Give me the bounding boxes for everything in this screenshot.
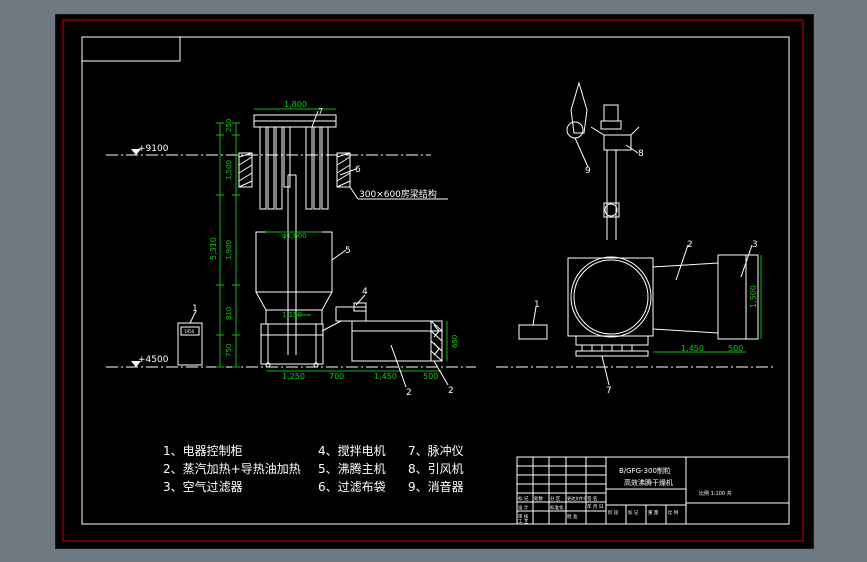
support-frame: [260, 323, 324, 365]
tb-weight: 重 量: [648, 509, 659, 516]
fan-motor: [603, 104, 619, 122]
tb-cell-date: 年 月 日: [587, 503, 603, 510]
fluid-bed-circle: [573, 259, 649, 335]
dim-700: 700: [329, 372, 344, 381]
title-block: B/GFG-300制粒 高效沸腾干燥机 比例 1:100 共 标 记 处数 分 …: [516, 456, 790, 525]
legend-9: 9、消音器: [408, 479, 464, 494]
drawing-canvas: +9100 +4500: [62, 19, 804, 542]
legend-8: 8、引风机: [408, 462, 464, 476]
legend-6: 6、过滤布袋: [318, 480, 386, 494]
left-elevation: +9100 +4500: [106, 100, 476, 398]
callout-6: 6: [355, 165, 361, 175]
dim-1250: 1,250: [282, 372, 305, 381]
inner-frame: [81, 36, 790, 525]
callout-9: 9: [585, 166, 591, 176]
dim-diameter: φ1,600: [282, 232, 307, 240]
air-filter: [717, 254, 759, 340]
tb-cell-change: 更改文件号: [567, 495, 587, 501]
right-elevation: 1,450 500 1,500 8 9 2 3 1 7: [496, 81, 776, 396]
dim-1450-left: 1,450: [374, 372, 397, 381]
dim-5310: 5,310: [209, 237, 218, 260]
dim-1150: 1,150: [282, 311, 302, 319]
title-line-2: 高效沸腾干燥机: [624, 478, 673, 487]
tb-cell-zone: 分 区: [550, 495, 561, 502]
callout-1-right: 1: [534, 300, 540, 310]
elevation-floor-marker: [131, 361, 141, 367]
callout-1-left: 1: [192, 304, 198, 314]
tb-mark2: 标 记: [628, 509, 639, 516]
callout-3: 3: [752, 240, 758, 250]
callout-2-right: 2: [448, 386, 454, 396]
tb-stage: 阶 段: [608, 509, 619, 516]
dim-top-width: 1,800: [284, 100, 307, 109]
scale-note: 比例 1:100 共: [699, 490, 732, 497]
beam-right: [336, 152, 351, 188]
callout-5: 5: [345, 246, 351, 256]
tb-review: 审 核: [518, 513, 529, 520]
callout-4: 4: [362, 287, 368, 297]
dim-500-right: 500: [728, 344, 743, 353]
elevation-top: +9100: [138, 144, 169, 154]
tb-cell-sign: 签 名: [587, 495, 597, 502]
cabinet-label: 1950: [184, 329, 195, 334]
dim-650: 650: [451, 335, 459, 348]
dim-1450-right: 1,450: [681, 344, 704, 353]
dim-750: 750: [225, 344, 233, 357]
tb-approve: 批 准: [567, 513, 578, 520]
callout-7-right: 7: [606, 386, 612, 396]
tb-cell-mark: 标 记: [518, 495, 529, 502]
legend-1: 1、电器控制柜: [163, 444, 243, 458]
callout-8: 8: [638, 149, 644, 159]
dim-1500-right: 1,500: [749, 285, 758, 308]
filter-bags: [259, 126, 329, 210]
silencer: [570, 81, 588, 134]
legend-3: 3、空气过滤器: [163, 479, 243, 494]
elevation-top-marker: [131, 149, 141, 155]
outer-border: [62, 19, 804, 542]
vessel-cone: [255, 291, 333, 311]
dim-250: 250: [225, 119, 233, 132]
tb-process: 工 艺: [518, 519, 529, 525]
dim-1500: 1,500: [225, 160, 233, 180]
tb-scale: 比 例: [668, 509, 679, 516]
elevation-floor: +4500: [138, 355, 169, 365]
tb-design: 设 计: [518, 504, 529, 511]
title-line-1: B/GFG-300制粒: [619, 466, 671, 475]
control-cabinet-right: [518, 324, 548, 340]
stirring-motor: [335, 306, 367, 322]
callout-2-left: 2: [406, 388, 412, 398]
fan-housing: [590, 126, 640, 136]
legend-4: 4、搅拌电机: [318, 443, 386, 458]
main-vessel: [255, 231, 333, 293]
corner-box: [81, 36, 181, 62]
dim-500-left: 500: [423, 372, 438, 381]
dim-1900: 1,900: [225, 240, 233, 260]
blower-body: [652, 262, 719, 334]
callout-7: 7: [318, 107, 323, 116]
beam-left: [238, 152, 253, 188]
beam-note: 300×600房梁结构: [359, 188, 437, 200]
tb-cell-count: 处数: [534, 495, 543, 502]
drawing-sheet: +9100 +4500: [55, 14, 814, 549]
heater-box: [351, 320, 443, 362]
tb-standard: 标准化: [550, 504, 564, 511]
legend-5: 5、沸腾主机: [318, 461, 386, 476]
dim-810: 810: [225, 307, 233, 320]
legend-7: 7、脉冲仪: [408, 443, 464, 458]
parts-legend: 1、电器控制柜 4、搅拌电机 7、脉冲仪 2、蒸汽加热+导热油加热 5、沸腾主机…: [163, 443, 464, 494]
legend-2: 2、蒸汽加热+导热油加热: [163, 461, 301, 476]
callout-2-rightview: 2: [687, 240, 693, 250]
